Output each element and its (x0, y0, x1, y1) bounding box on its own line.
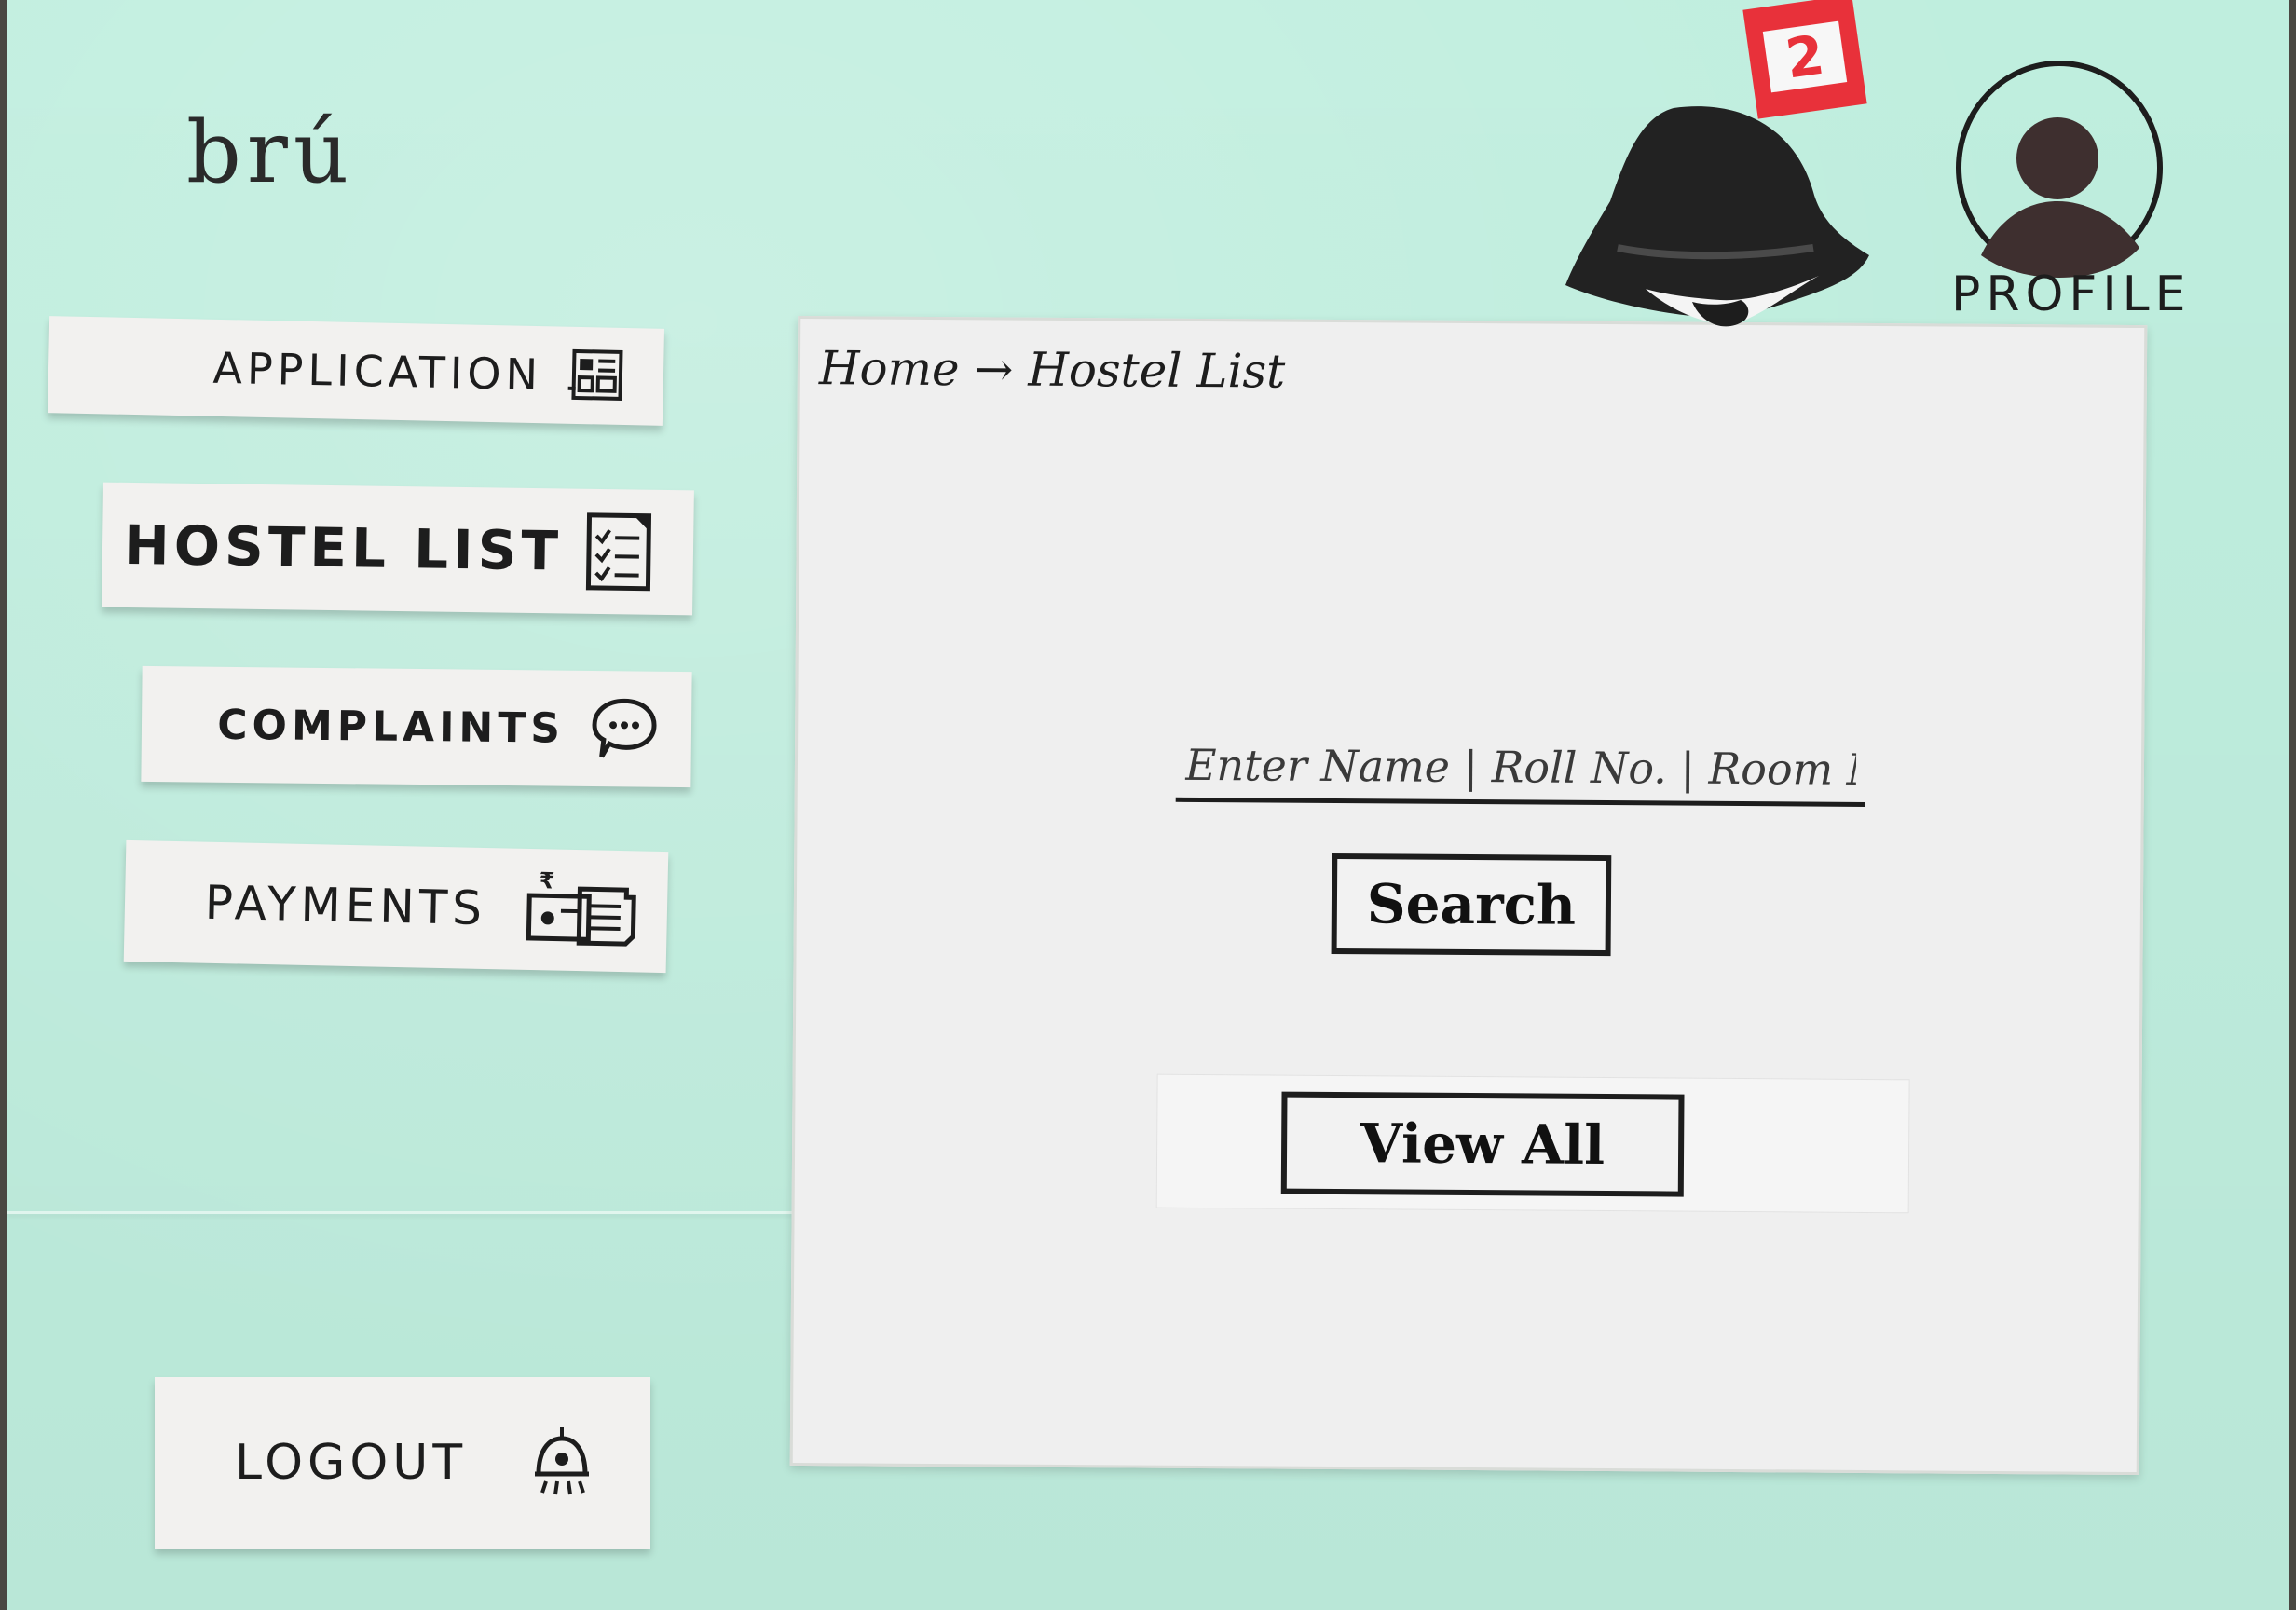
logout-label: LOGOUT (235, 1435, 468, 1491)
chat-bubble-icon (592, 698, 657, 758)
logout-button[interactable]: LOGOUT (155, 1377, 650, 1549)
sidebar-item-label: PAYMENTS (204, 875, 487, 936)
paper-fold (7, 1211, 818, 1214)
sidebar-item-label: HOSTEL LIST (123, 512, 564, 583)
notification-count: 2 (1762, 20, 1848, 93)
checklist-icon (585, 512, 652, 592)
sidebar-item-hostel-list[interactable]: HOSTEL LIST (102, 482, 694, 616)
payment-icon: ₹ (526, 867, 636, 947)
sidebar-item-label: COMPLAINTS (217, 701, 566, 753)
application-form-icon (567, 348, 623, 401)
breadcrumb[interactable]: Home → Hostel List (818, 341, 1286, 399)
notification-badge[interactable]: 2 (1742, 0, 1867, 119)
svg-text:₹: ₹ (539, 867, 559, 894)
profile-label[interactable]: PROFILE (1951, 266, 2192, 322)
sidebar-item-complaints[interactable]: COMPLAINTS (141, 665, 692, 788)
view-all-button[interactable]: View All (1280, 1091, 1685, 1197)
app-logo[interactable]: brú (186, 102, 355, 202)
sidebar-item-payments[interactable]: PAYMENTS ₹ (123, 839, 669, 974)
search-button[interactable]: Search (1331, 853, 1612, 957)
search-input[interactable] (1175, 730, 1866, 807)
avatar-icon[interactable] (1920, 48, 2190, 337)
sidebar-item-label: APPLICATION (212, 342, 543, 401)
sidebar-item-application[interactable]: APPLICATION (47, 316, 665, 426)
bell-icon[interactable] (1562, 89, 1879, 369)
logout-lamp-icon (535, 1427, 589, 1495)
main-content-panel: Home → Hostel List Search View All (789, 315, 2148, 1476)
